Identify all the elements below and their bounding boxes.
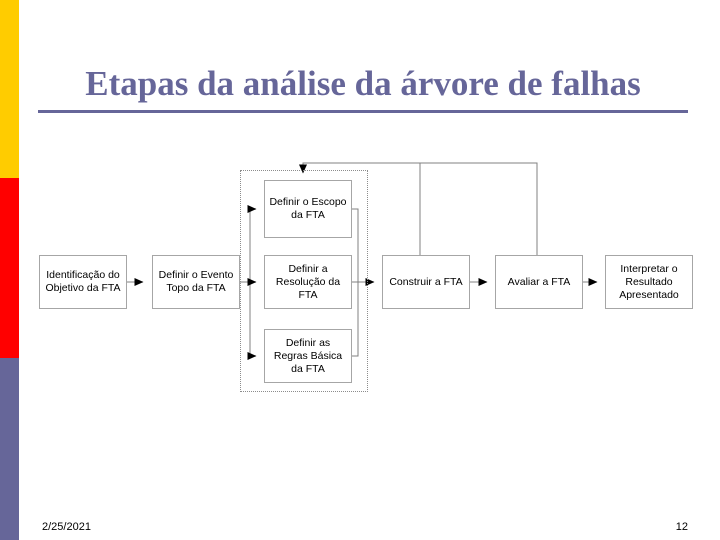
accent-bar-segment-purple xyxy=(0,358,19,540)
flow-node-label: Definir o Evento Topo da FTA xyxy=(158,269,234,294)
title-underline-rule xyxy=(38,110,688,113)
flow-node-label: Identificação do Objetivo da FTA xyxy=(45,269,121,294)
flow-node-label: Definir o Escopo da FTA xyxy=(269,196,347,221)
group-definicoes-container xyxy=(240,170,368,392)
accent-bar-segment-yellow xyxy=(0,0,19,178)
slide-accent-bar xyxy=(0,0,19,540)
accent-bar-segment-red xyxy=(0,178,19,358)
flow-node-label: Definir a Resolução da FTA xyxy=(275,262,341,301)
footer-page-number: 12 xyxy=(675,521,688,533)
slide-title-block: Etapas da análise da árvore de falhas xyxy=(38,62,688,113)
flow-node-label: Interpretar o Resultado Apresentado xyxy=(619,262,679,301)
flow-node-label: Construir a FTA xyxy=(389,275,463,288)
flow-node-definir-escopo[interactable]: Definir o Escopo da FTA xyxy=(264,180,352,238)
flow-node-label: Definir as Regras Básica da FTA xyxy=(273,336,343,375)
flow-node-definir-regras-basicas[interactable]: Definir as Regras Básica da FTA xyxy=(264,329,352,383)
page-title: Etapas da análise da árvore de falhas xyxy=(85,64,641,103)
flow-node-avaliar-fta[interactable]: Avaliar a FTA xyxy=(495,255,583,309)
flow-node-definir-resolucao[interactable]: Definir a Resolução da FTA xyxy=(264,255,352,309)
flow-node-identificacao-objetivo[interactable]: Identificação do Objetivo da FTA xyxy=(39,255,127,309)
flow-node-construir-fta[interactable]: Construir a FTA xyxy=(382,255,470,309)
flow-node-interpretar-resultado[interactable]: Interpretar o Resultado Apresentado xyxy=(605,255,693,309)
flow-node-label: Avaliar a FTA xyxy=(507,275,571,288)
footer-date: 2/25/2021 xyxy=(42,521,91,533)
flow-node-definir-evento-topo[interactable]: Definir o Evento Topo da FTA xyxy=(152,255,240,309)
